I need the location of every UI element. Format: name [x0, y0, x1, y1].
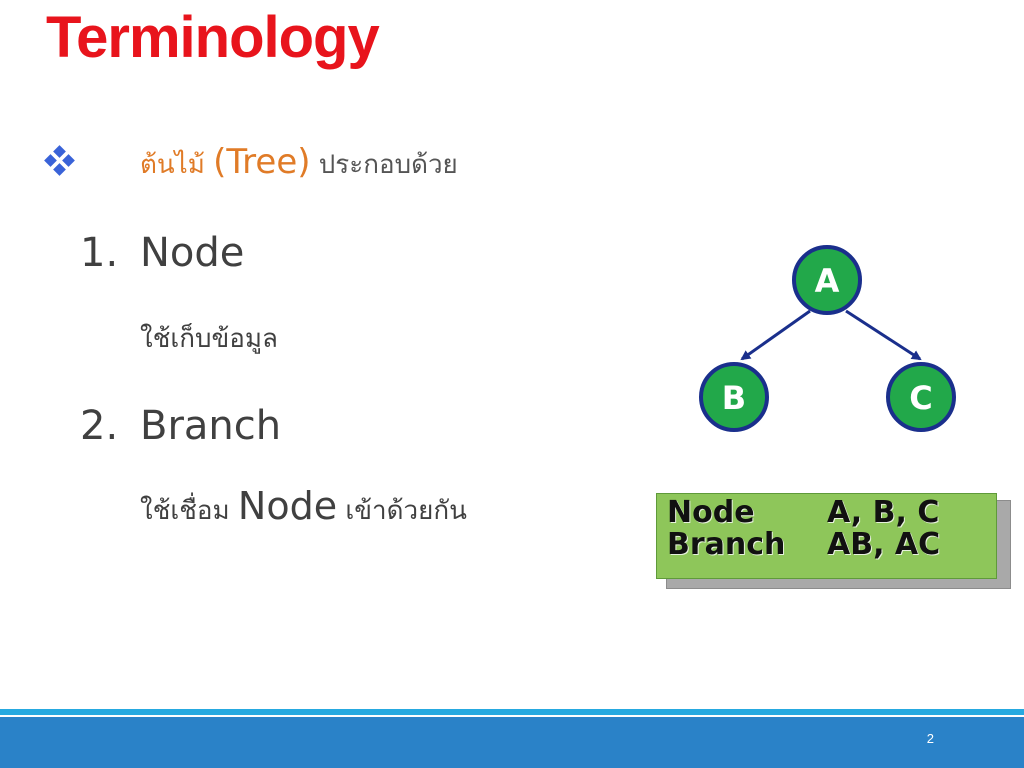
tree-node-c: C: [886, 362, 956, 432]
footer-bar: 2: [0, 717, 1024, 768]
info-key: Node: [667, 495, 755, 530]
list-item-label: Branch: [140, 403, 282, 449]
tree-node-b: B: [699, 362, 769, 432]
info-row: Branch AB, AC: [667, 529, 986, 561]
info-key: Branch: [667, 527, 786, 562]
list-item-branch-desc: ใช้เชื่อม Node เข้าด้วยกัน: [140, 484, 467, 531]
desc-pre: ใช้เชื่อม: [140, 496, 238, 526]
list-item-number: 1.: [80, 230, 119, 276]
tree-diagram: A B C: [699, 245, 956, 432]
bullet-rest: ประกอบด้วย: [310, 149, 458, 180]
info-box: Node A, B, C Branch AB, AC: [656, 493, 997, 579]
page-number: 2: [926, 731, 934, 746]
list-item-node: 1. Node: [80, 230, 244, 276]
info-value: A, B, C: [827, 495, 940, 530]
bullet-line: ต้นไม้ (Tree) ประกอบด้วย: [40, 138, 458, 188]
tree-node-label: C: [909, 379, 932, 417]
info-value: AB, AC: [827, 527, 941, 562]
desc-post: เข้าด้วยกัน: [337, 496, 467, 526]
list-item-label: Node: [140, 230, 245, 276]
tree-node-label: A: [815, 262, 840, 300]
diamond-bullet-icon: [40, 143, 80, 183]
tree-node-label: B: [722, 379, 746, 417]
bullet-thai-lead: ต้นไม้: [140, 149, 214, 180]
list-item-number: 2.: [80, 403, 119, 449]
tree-node-a: A: [792, 245, 862, 315]
bullet-text: ต้นไม้ (Tree) ประกอบด้วย: [140, 142, 458, 185]
list-item-node-desc: ใช้เก็บข้อมูล: [140, 324, 278, 354]
bullet-tree-word: (Tree): [213, 141, 311, 182]
desc-node-word: Node: [237, 484, 338, 528]
footer-accent-line: [0, 709, 1024, 715]
edge-ac: [845, 309, 922, 361]
list-item-branch: 2. Branch: [80, 403, 281, 449]
slide-title: Terminology: [46, 5, 380, 70]
info-row: Node A, B, C: [667, 497, 986, 529]
edge-ab: [740, 309, 811, 361]
